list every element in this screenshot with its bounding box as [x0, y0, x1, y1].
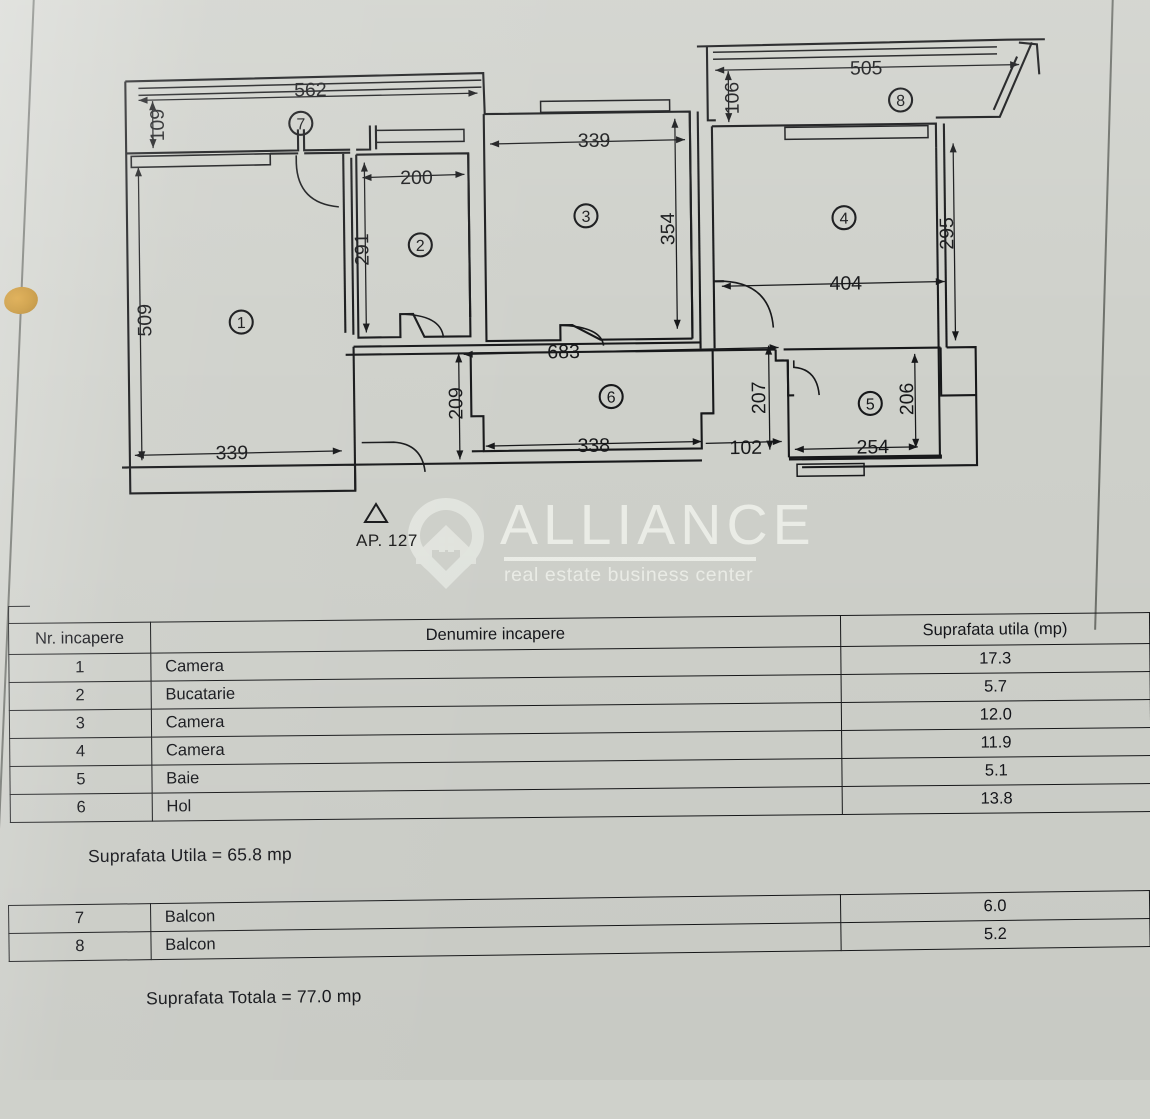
room-marker-8: 8 — [896, 93, 905, 110]
dim-339-left: 339 — [215, 442, 248, 464]
dim-338: 338 — [577, 435, 610, 457]
room-marker-6: 6 — [607, 390, 616, 407]
cell-nr: 3 — [9, 709, 152, 739]
cell-nr: 1 — [8, 653, 151, 683]
room-marker-3: 3 — [581, 209, 590, 226]
cell-nr: 7 — [8, 903, 151, 934]
total-area-summary: Suprafata Totala = 77.0 mp — [145, 985, 362, 1009]
dim-206: 206 — [896, 383, 918, 416]
dim-254: 254 — [856, 436, 889, 458]
dim-200: 200 — [400, 167, 433, 189]
room-schedule-table: Nr. incapere Denumire incapere Suprafata… — [8, 612, 1150, 823]
balcony-schedule-table: 7 Balcon 6.0 8 Balcon 5.2 — [8, 890, 1150, 962]
dim-102: 102 — [729, 437, 762, 459]
cell-nr: 8 — [8, 931, 151, 962]
dim-295: 295 — [936, 217, 958, 250]
room-marker-1: 1 — [237, 315, 246, 332]
north-triangle-icon — [363, 502, 389, 523]
room-marker-7: 7 — [296, 116, 305, 133]
room-marker-4: 4 — [839, 211, 848, 228]
dim-209: 209 — [445, 387, 467, 420]
apartment-label-group: AP. 127 — [356, 500, 418, 551]
header-area: Suprafata utila (mp) — [840, 612, 1150, 647]
dim-505: 505 — [850, 57, 883, 79]
dim-562: 562 — [294, 79, 327, 101]
cell-nr: 2 — [9, 681, 152, 711]
dim-106: 106 — [721, 82, 743, 115]
dim-291: 291 — [351, 233, 373, 266]
dim-509: 509 — [134, 304, 156, 337]
cell-nr: 6 — [10, 793, 153, 823]
table-top-border-stub — [8, 605, 31, 624]
dim-339-room3: 339 — [578, 130, 611, 152]
apartment-number: AP. 127 — [356, 531, 418, 550]
cell-nr: 5 — [9, 765, 152, 795]
dim-207: 207 — [748, 381, 770, 414]
header-nr: Nr. incapere — [8, 622, 151, 655]
room-marker-5: 5 — [866, 396, 875, 413]
floorplan-drawing: 562 109 509 339 200 291 339 354 505 106 … — [122, 38, 1045, 495]
dim-354: 354 — [657, 212, 679, 245]
dim-109: 109 — [147, 109, 169, 142]
room-schedule-table-wrap: Nr. incapere Denumire incapere Suprafata… — [8, 612, 1150, 823]
cell-area: 11.9 — [841, 727, 1150, 759]
cell-area: 5.7 — [840, 671, 1150, 703]
cell-nr: 4 — [9, 737, 152, 767]
cell-area: 5.1 — [841, 755, 1150, 787]
cell-name: Hol — [151, 786, 843, 822]
balcony-schedule-table-wrap: 7 Balcon 6.0 8 Balcon 5.2 — [8, 890, 1150, 962]
dim-683: 683 — [547, 341, 580, 363]
cell-area: 6.0 — [840, 890, 1150, 923]
cell-area: 17.3 — [840, 643, 1150, 675]
dim-404: 404 — [829, 272, 862, 294]
cell-area: 12.0 — [841, 699, 1150, 731]
cell-area: 5.2 — [840, 918, 1150, 951]
usable-area-summary: Suprafata Utila = 65.8 mp — [87, 843, 293, 867]
room-marker-2: 2 — [416, 238, 425, 255]
cell-area: 13.8 — [841, 783, 1150, 815]
